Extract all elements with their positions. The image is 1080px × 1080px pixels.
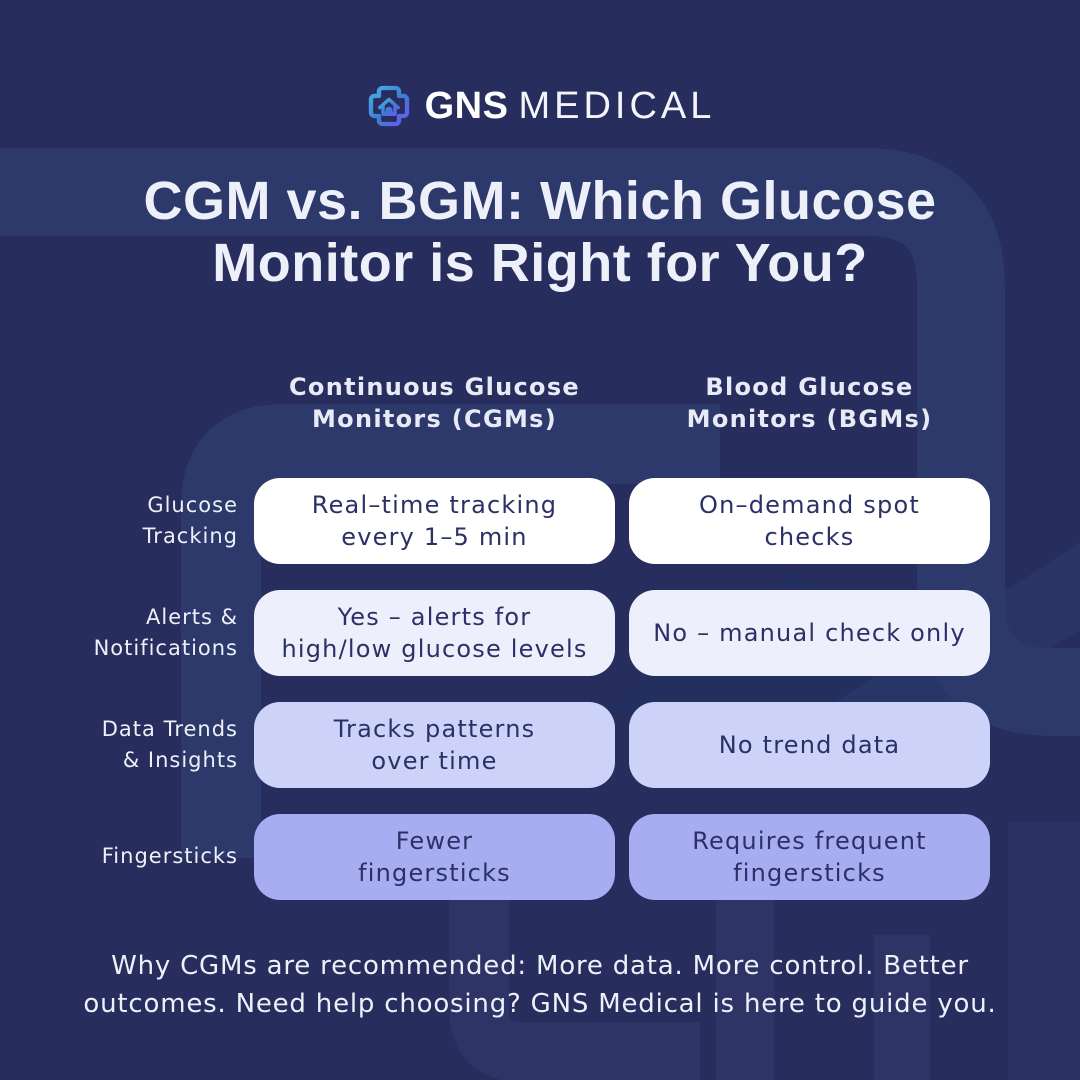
- bgm-cell-data-trends: No trend data: [629, 702, 990, 788]
- brand-name-bold: GNS: [424, 84, 509, 127]
- comparison-table: Continuous Glucose Monitors (CGMs) Blood…: [10, 372, 990, 926]
- footer-note: Why CGMs are recommended: More data. Mor…: [83, 951, 997, 1019]
- header-spacer: [10, 372, 240, 478]
- row-label-data-trends: Data Trends & Insights: [101, 716, 238, 773]
- cgm-cell-alerts-notifications: Yes – alerts for high/low glucose levels: [254, 590, 615, 676]
- column-header-bgm: Blood Glucose Monitors (BGMs): [686, 373, 933, 433]
- page-title: CGM vs. BGM: Which Glucose Monitor is Ri…: [143, 171, 937, 294]
- column-header-cgm: Continuous Glucose Monitors (CGMs): [289, 373, 580, 433]
- cgm-cell-glucose-tracking: Real–time tracking every 1–5 min: [254, 478, 615, 564]
- cgm-cell-fingersticks: Fewer fingersticks: [254, 814, 615, 900]
- brand-name: GNS MEDICAL: [425, 85, 716, 128]
- brand-logo: GNS MEDICAL: [0, 82, 1080, 130]
- bgm-cell-alerts-notifications: No – manual check only: [629, 590, 990, 676]
- row-label-alerts-notifications: Alerts & Notifications: [93, 604, 238, 661]
- bgm-cell-fingersticks: Requires frequent fingersticks: [629, 814, 990, 900]
- brand-name-light: MEDICAL: [518, 84, 716, 127]
- row-label-fingersticks: Fingersticks: [101, 844, 238, 869]
- cgm-cell-data-trends: Tracks patterns over time: [254, 702, 615, 788]
- bgm-cell-glucose-tracking: On–demand spot checks: [629, 478, 990, 564]
- medical-cross-home-icon: [368, 85, 409, 127]
- row-label-glucose-tracking: Glucose Tracking: [142, 492, 238, 549]
